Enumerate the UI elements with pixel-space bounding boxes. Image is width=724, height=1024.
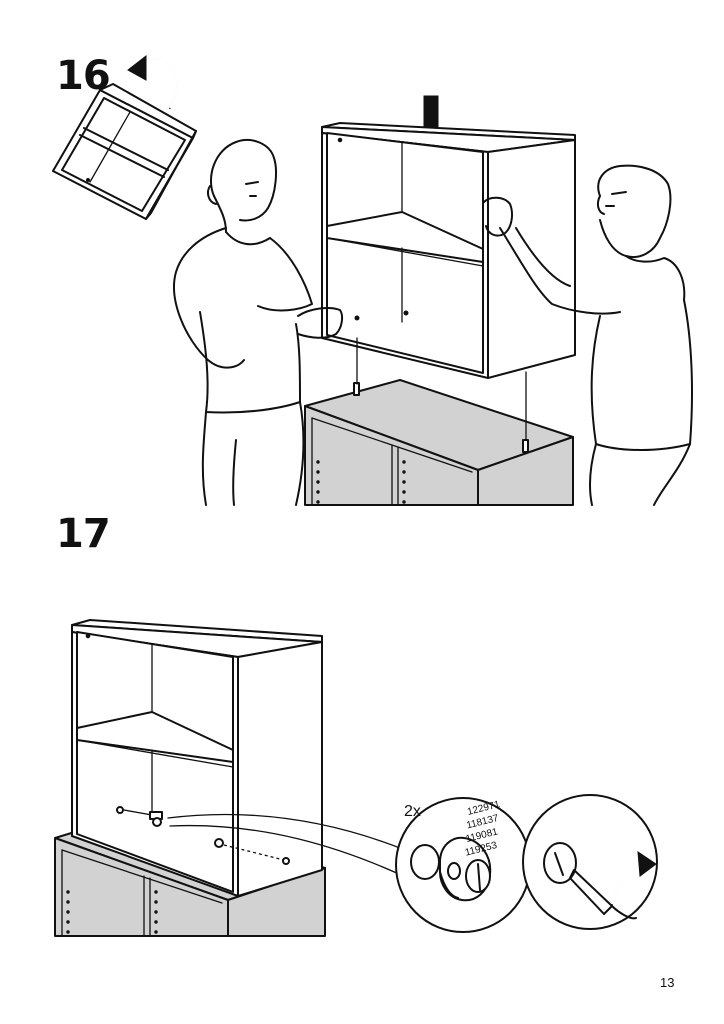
- turn-detail: [522, 794, 658, 930]
- turn-arrow-icon: [610, 851, 657, 905]
- upper-cabinet: [321, 122, 576, 441]
- upper-cabinet-17: [71, 619, 323, 897]
- person-right: [483, 164, 693, 506]
- lower-cabinet: [304, 379, 574, 506]
- page-number: 13: [660, 975, 675, 990]
- tilted-cabinet-thumbnail: [52, 83, 197, 220]
- cam-lock-detail: [395, 797, 531, 933]
- rotate-arrow-icon: [127, 54, 177, 109]
- person-left: [173, 139, 344, 506]
- step-number-17: 17: [56, 511, 111, 557]
- quantity-label: 2x: [404, 803, 421, 820]
